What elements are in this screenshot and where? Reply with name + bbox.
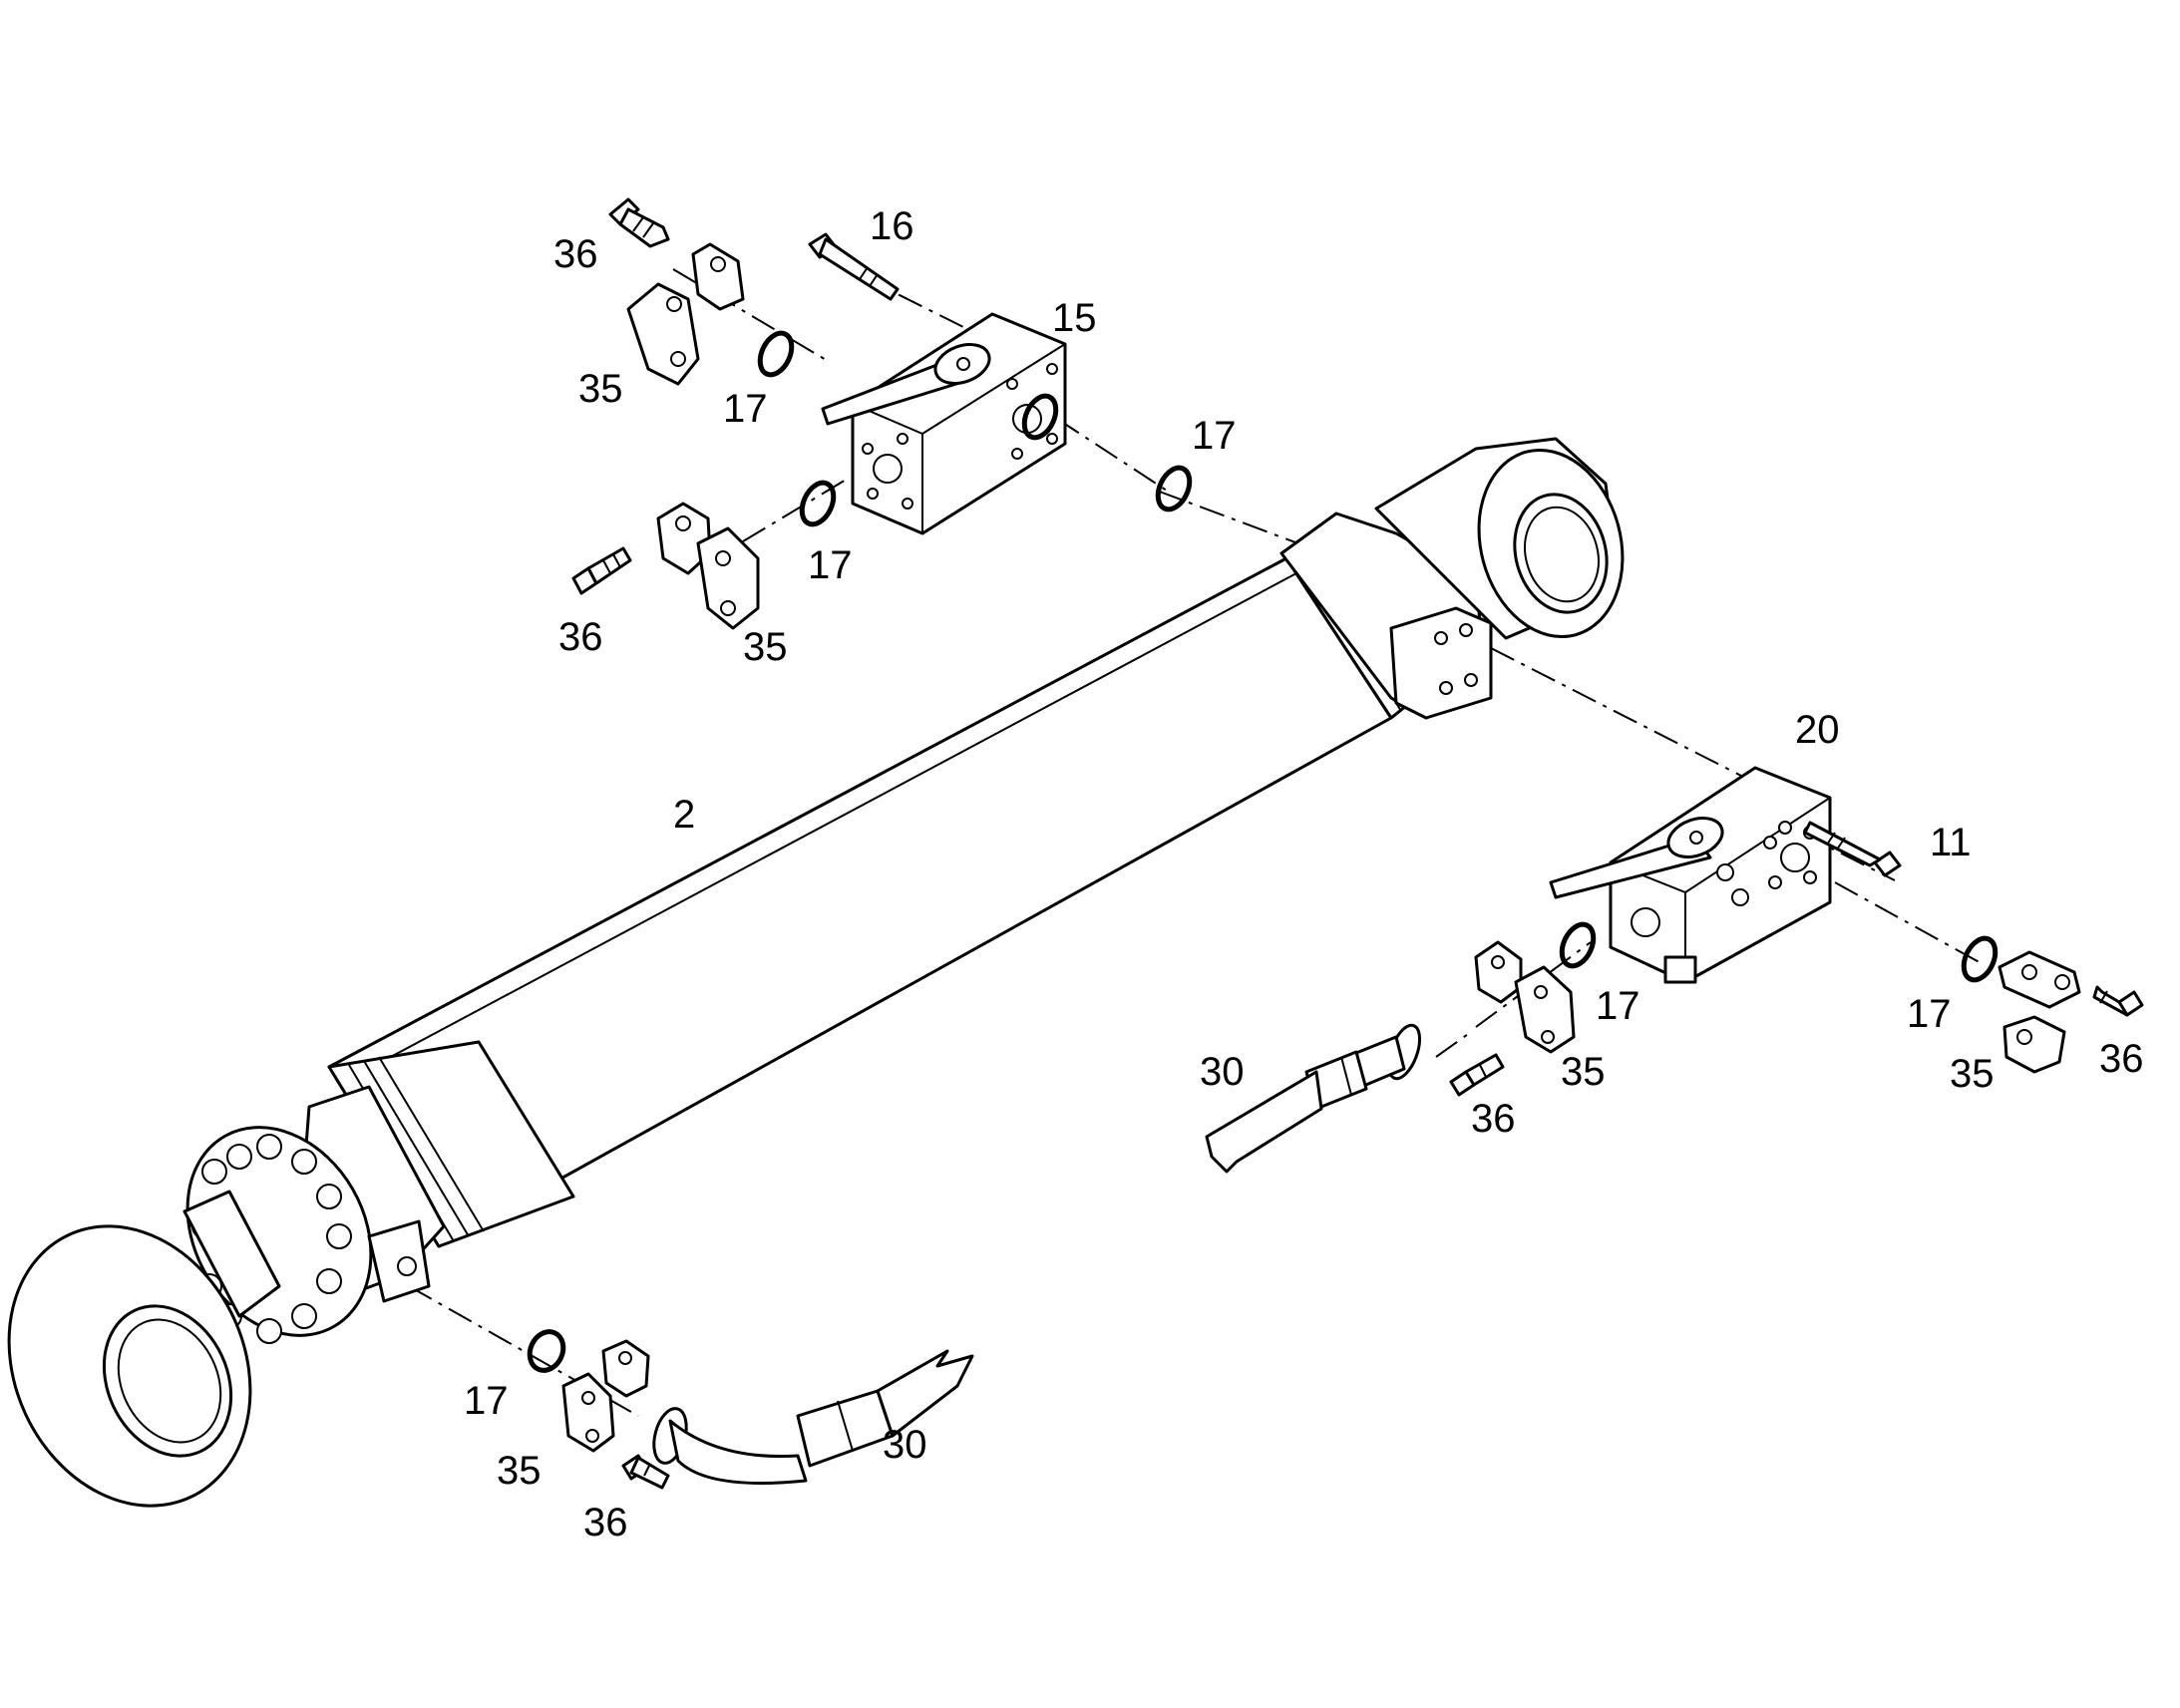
valve-block-top bbox=[821, 312, 1067, 535]
flange-bolts bbox=[191, 1134, 352, 1344]
callout-15: 15 bbox=[1052, 296, 1097, 340]
screw-36-mid bbox=[571, 546, 632, 595]
screw-36-right-a bbox=[1449, 1053, 1505, 1097]
screw-16 bbox=[808, 232, 900, 301]
callout-17-bottom: 17 bbox=[464, 1379, 509, 1423]
split-flange-35-right-b bbox=[1998, 950, 2081, 1074]
callout-20: 20 bbox=[1795, 708, 1840, 752]
o-ring-17-bottom bbox=[527, 1329, 566, 1373]
cylinder-base-port-block bbox=[1389, 606, 1493, 720]
callout-17-right-a: 17 bbox=[1596, 984, 1640, 1028]
callout-17-top-right: 17 bbox=[1192, 414, 1237, 458]
screw-36-bottom bbox=[621, 1454, 670, 1490]
split-flange-35-right-a bbox=[1474, 940, 1576, 1054]
cylinder-assembly bbox=[7, 437, 1625, 1508]
callout-36-right-b: 36 bbox=[2099, 1037, 2144, 1081]
callout-17-top-left: 17 bbox=[723, 387, 768, 431]
callout-35-mid: 35 bbox=[743, 625, 788, 669]
o-ring-17-top-left bbox=[757, 330, 795, 378]
callout-30-right: 30 bbox=[1200, 1050, 1245, 1094]
callout-labels: 36 16 15 35 17 17 17 36 35 2 20 11 17 17… bbox=[464, 204, 2144, 1544]
callout-35-right-a: 35 bbox=[1561, 1050, 1606, 1094]
valve-lever-right bbox=[1549, 836, 1712, 899]
screws bbox=[571, 197, 2144, 1490]
callout-11: 11 bbox=[1930, 821, 1972, 864]
o-ring-17-mid bbox=[799, 480, 837, 527]
callout-17-mid: 17 bbox=[808, 543, 853, 587]
hose-30-right bbox=[1205, 1023, 1422, 1174]
callout-2: 2 bbox=[673, 793, 695, 837]
callout-36-mid: 36 bbox=[558, 615, 603, 659]
callout-16: 16 bbox=[870, 204, 914, 248]
split-flange-35-mid bbox=[656, 502, 760, 630]
split-flanges bbox=[561, 242, 2081, 1453]
screw-11 bbox=[1803, 821, 1902, 877]
callout-35-top: 35 bbox=[578, 367, 623, 411]
base-eye-bore bbox=[1513, 493, 1609, 614]
callout-36-top: 36 bbox=[553, 232, 598, 276]
callout-30-bottom: 30 bbox=[883, 1423, 927, 1467]
callout-35-bottom: 35 bbox=[497, 1449, 542, 1493]
screw-36-top bbox=[608, 197, 670, 248]
split-flange-35-bottom bbox=[561, 1339, 650, 1453]
o-ring-17-top-block bbox=[1021, 393, 1059, 441]
callout-35-right-b: 35 bbox=[1950, 1052, 1995, 1096]
screw-36-right-b bbox=[2092, 985, 2144, 1017]
o-ring-17-right-a bbox=[1559, 921, 1597, 969]
o-ring-17-top-right bbox=[1155, 465, 1193, 512]
callout-36-right-a: 36 bbox=[1471, 1097, 1516, 1141]
o-ring-17-right-b bbox=[1961, 935, 1998, 983]
valve-block-right bbox=[1549, 766, 1832, 984]
split-flange-35-top bbox=[626, 242, 745, 386]
hose-30-bottom bbox=[652, 1349, 974, 1485]
piston-rod bbox=[182, 1190, 281, 1318]
callout-36-bottom: 36 bbox=[583, 1501, 628, 1544]
callout-17-right-b: 17 bbox=[1907, 992, 1952, 1036]
o-rings bbox=[527, 330, 1998, 1373]
